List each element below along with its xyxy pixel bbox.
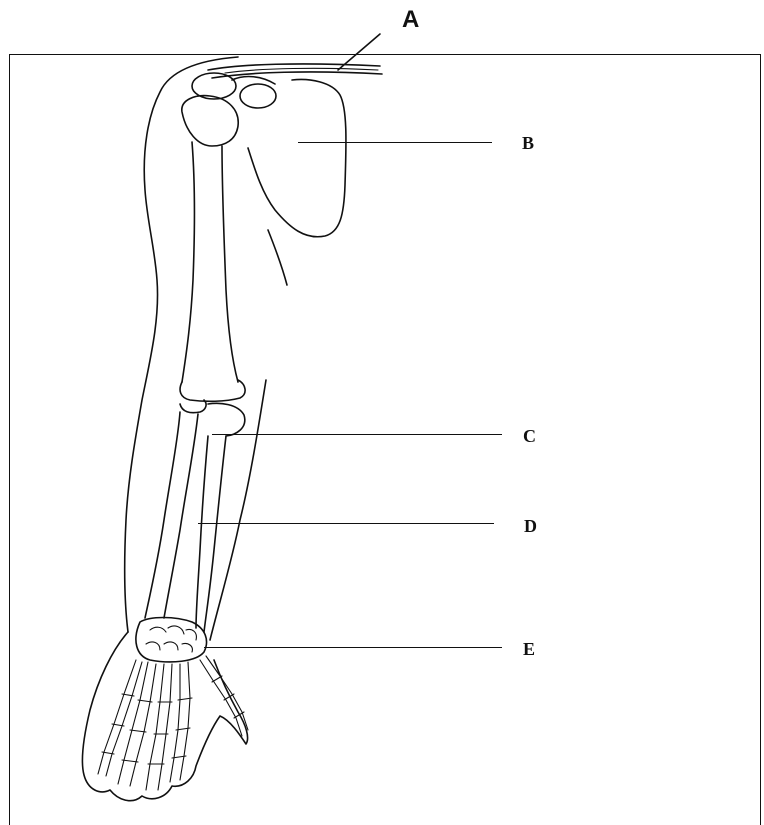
pointer-c xyxy=(212,434,502,435)
label-e: E xyxy=(523,640,535,658)
pointer-d xyxy=(198,523,494,524)
label-c: C xyxy=(523,427,536,445)
pointer-e xyxy=(204,647,502,648)
label-a: A xyxy=(402,8,419,32)
pointer-b xyxy=(298,142,492,143)
pointer-a xyxy=(338,34,380,70)
label-b: B xyxy=(522,134,534,152)
label-d: D xyxy=(524,517,537,535)
